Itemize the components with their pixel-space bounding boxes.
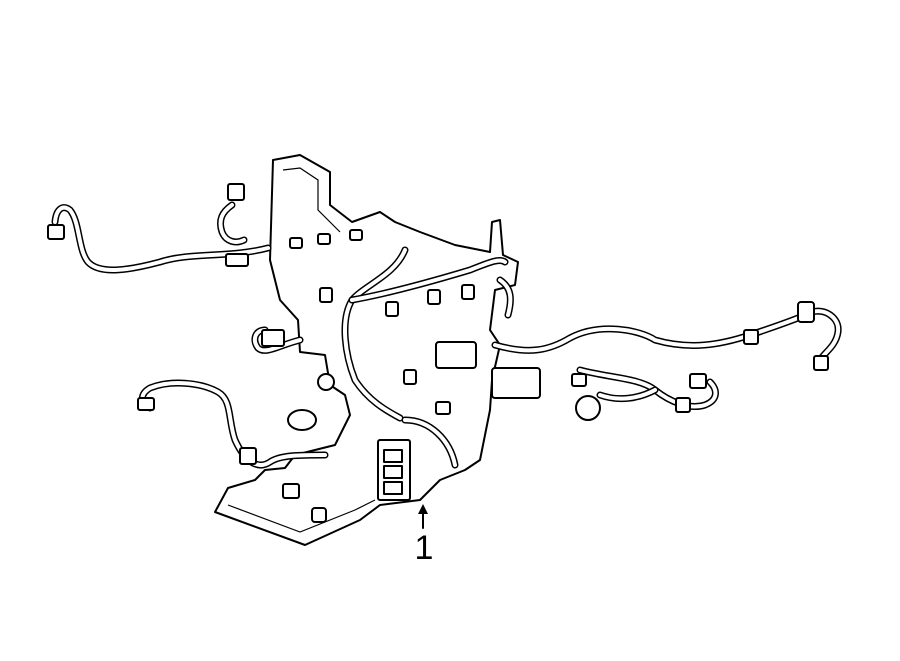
connector-right-upper bbox=[797, 301, 815, 323]
connector-lower-left-end bbox=[137, 397, 155, 411]
connector-right-lower bbox=[689, 373, 707, 389]
connector-frame-3 bbox=[427, 289, 441, 305]
connector-left-middle bbox=[261, 329, 285, 347]
part-number-callout: 1 bbox=[414, 529, 434, 567]
connector-right-clip bbox=[571, 373, 587, 387]
module-plug-3 bbox=[383, 481, 403, 495]
module-plug-1 bbox=[383, 449, 403, 463]
connector-center-lower bbox=[435, 401, 451, 415]
connector-top-1 bbox=[289, 237, 303, 249]
connector-center-block bbox=[435, 341, 477, 369]
connector-right-end bbox=[813, 355, 829, 371]
connector-lower-left-mid bbox=[239, 447, 257, 465]
callout-leader-1 bbox=[418, 504, 428, 529]
connector-round-right bbox=[575, 395, 601, 421]
connector-upper-left-end bbox=[47, 224, 65, 240]
connector-right-mid bbox=[743, 329, 759, 345]
connectors bbox=[47, 183, 829, 523]
harness-frame bbox=[214, 154, 519, 546]
connector-plate-bottom bbox=[311, 507, 327, 523]
connector-top-3 bbox=[349, 229, 363, 241]
grommet-left bbox=[317, 373, 335, 391]
connector-upper-left-clip bbox=[225, 253, 249, 267]
connector-round-left bbox=[287, 409, 317, 431]
fuse-block-right bbox=[491, 367, 541, 399]
connector-right-bottom bbox=[675, 397, 691, 413]
connector-frame-2 bbox=[385, 301, 399, 317]
connector-upper-left-pigtail bbox=[227, 183, 245, 201]
connector-plate-left bbox=[282, 483, 300, 499]
module-plug-2 bbox=[383, 465, 403, 479]
connector-center-left bbox=[403, 369, 417, 385]
connector-top-2 bbox=[317, 233, 331, 245]
connector-frame-1 bbox=[319, 287, 333, 303]
connector-frame-4 bbox=[461, 284, 475, 300]
